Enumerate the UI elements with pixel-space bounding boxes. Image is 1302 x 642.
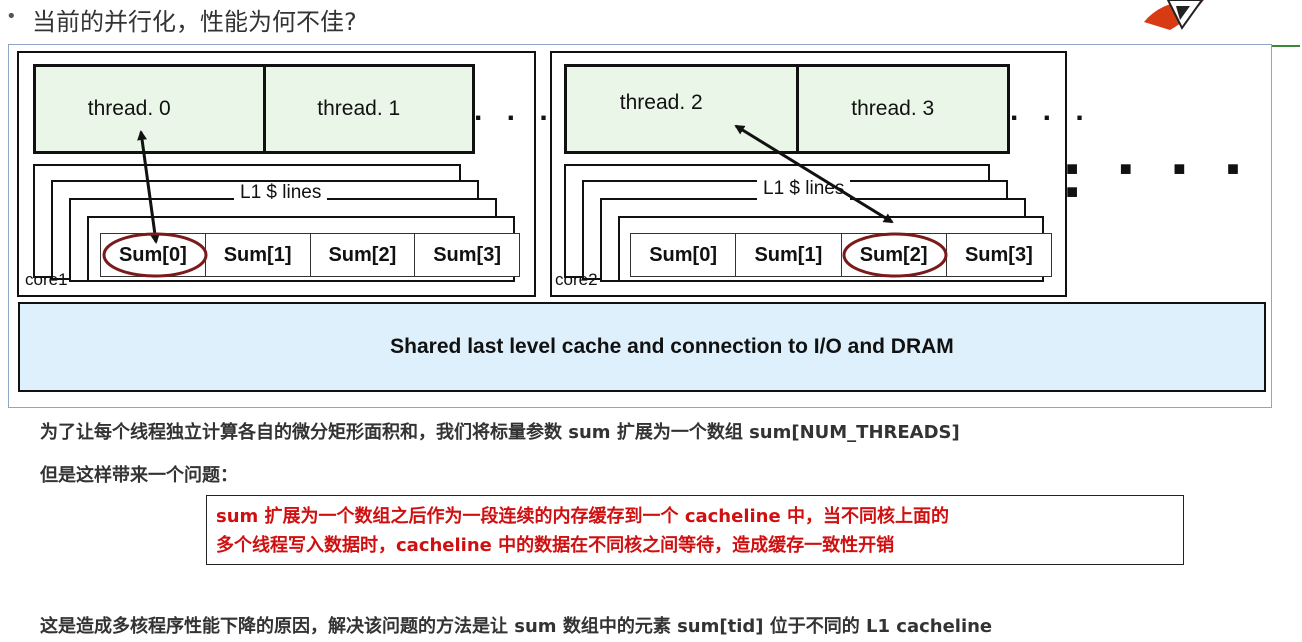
- problem-callout-line-1: sum 扩展为一个数组之后作为一段连续的内存缓存到一个 cacheline 中，…: [216, 506, 949, 527]
- thread0-to-sum0-arrow: [137, 130, 160, 244]
- core1-sum-row: Sum[0] Sum[1] Sum[2] Sum[3]: [100, 233, 520, 277]
- core2-sum-2: Sum[2]: [840, 234, 946, 276]
- core1-sum-2: Sum[2]: [309, 234, 415, 276]
- thread2-to-sum2-arrow: [734, 124, 894, 224]
- slide-heading: 当前的并行化，性能为何不佳?: [32, 8, 357, 36]
- explanation-paragraph-1: 为了让每个线程独立计算各自的微分矩形面积和，我们将标量参数 sum 扩展为一个数…: [40, 422, 960, 443]
- core2-sum2-highlight: [842, 232, 948, 278]
- thread-3-cell: thread. 3: [795, 67, 1008, 151]
- shared-llc-label: Shared last level cache and connection t…: [390, 335, 954, 358]
- cores-ellipsis: ■ ■ ■ ■ ■: [1066, 158, 1257, 203]
- bullet: •: [6, 6, 17, 27]
- explanation-paragraph-2: 但是这样带来一个问题：: [40, 465, 238, 486]
- core2-sum-1: Sum[1]: [735, 234, 840, 276]
- core1-label: core1: [25, 270, 68, 289]
- thread-1-cell: thread. 1: [262, 67, 473, 151]
- threads-ellipsis: . . .: [474, 94, 556, 127]
- thread-0-cell: thread. 0: [87, 97, 171, 120]
- core2-sum-row: Sum[0] Sum[1] Sum[2] Sum[3]: [630, 233, 1052, 277]
- core2-label: core2: [555, 270, 598, 289]
- core1-l1-label: L1 $ lines: [234, 182, 328, 204]
- problem-callout-line-2: 多个线程写入数据时，cacheline 中的数据在不同核之间等待，造成缓存一致性…: [216, 535, 895, 556]
- core1-thread-row: thread. 0 thread. 1: [33, 64, 475, 154]
- rocket-logo-icon: [1144, 0, 1204, 30]
- problem-callout-box: [206, 495, 1184, 565]
- core1-sum-3: Sum[3]: [414, 234, 519, 276]
- core2-thread-row: thread. 2 thread. 3: [564, 64, 1010, 154]
- shared-llc-box: Shared last level cache and connection t…: [18, 302, 1266, 392]
- core2-sum-0: Sum[0]: [649, 243, 718, 266]
- core1-sum-0: Sum[0]: [118, 243, 187, 266]
- core1-sum0-highlight: [102, 232, 208, 278]
- explanation-paragraph-3: 这是造成多核程序性能下降的原因，解决该问题的方法是让 sum 数组中的元素 su…: [40, 616, 993, 637]
- thread-2-cell: thread. 2: [619, 91, 703, 114]
- threads-ellipsis-2: . . .: [1010, 94, 1092, 127]
